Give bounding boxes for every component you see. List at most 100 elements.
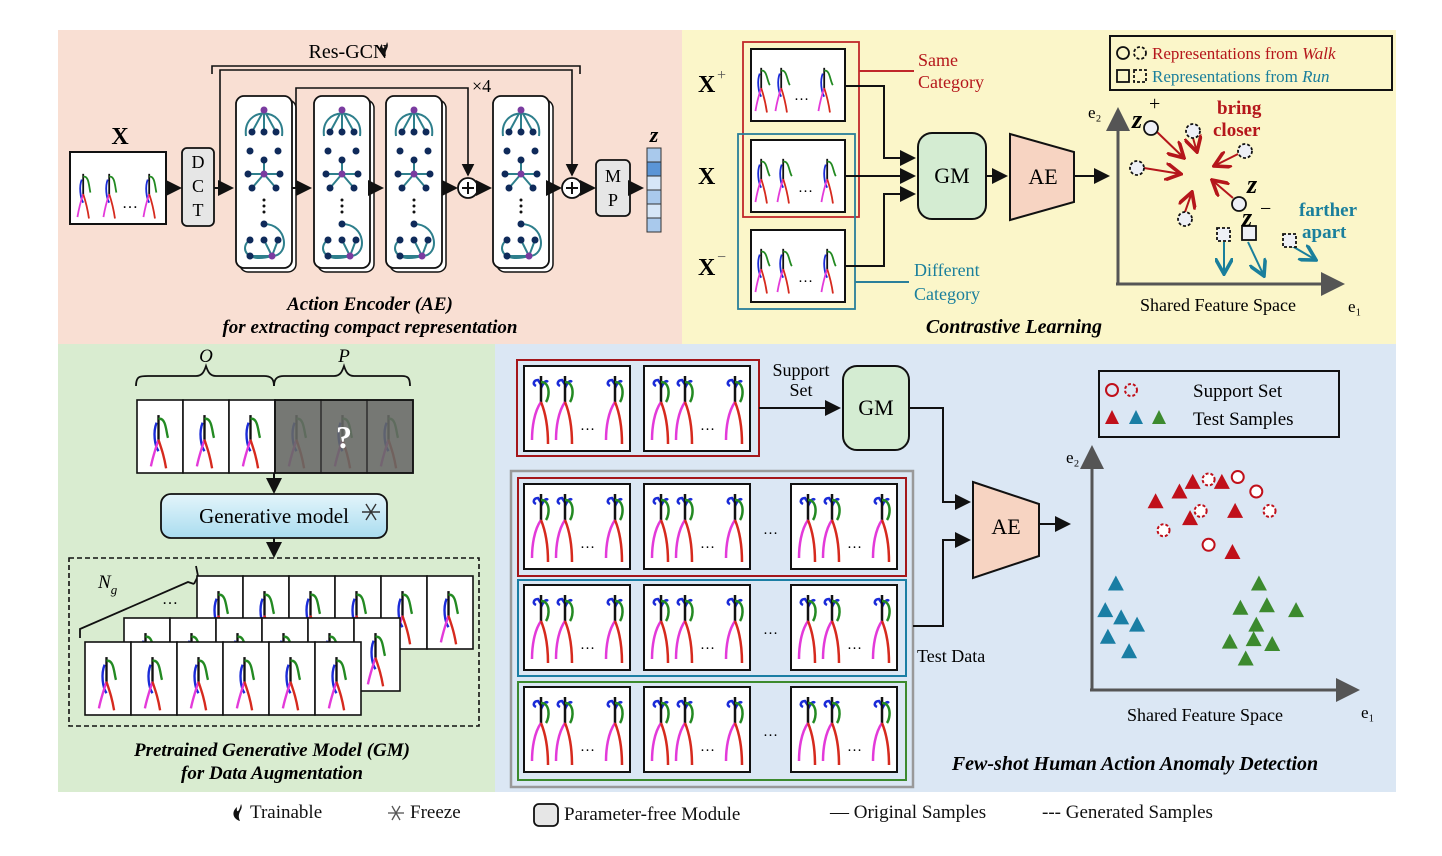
fs-e1-label: e₁ [1361,703,1374,722]
x-negative-label: X [698,255,716,281]
svg-text:+: + [717,67,726,84]
legend-parameter-free: Parameter-free Module [532,802,740,828]
test-sample-point [1221,633,1238,649]
test-sample-point [1250,575,1267,591]
support-set-label-line2: Set [789,380,812,400]
e2-axis-label: e₂ [1088,103,1101,122]
svg-text:Generative model: Generative model [199,504,349,528]
ng-label: Ng [97,572,118,597]
red-triangle-icon [1105,410,1119,424]
support-sequence-1 [524,366,630,451]
test-sample-point [1107,575,1124,591]
input-sequence-box: … [69,151,167,225]
few-shot-legend: Support Set Test Samples [1098,370,1340,438]
gm-title-line2: for Data Augmentation [181,763,363,784]
svg-text:D: D [192,152,205,172]
test-sample-point [1245,631,1262,647]
ae-title-line2: for extracting compact representation [222,317,517,338]
green-triangle-icon [1152,410,1166,424]
few-shot-diagram: … Support Set GM … … … Test Data AE Supp… [509,359,1374,789]
test-data-label: Test Data [917,646,985,666]
gm-module-fewshot: GM [842,365,910,451]
predicted-frames: ? [274,399,414,474]
ae-module: AE [1009,132,1075,222]
x-anchor-label: X [698,164,716,190]
generated-support-point [1156,523,1171,538]
svg-text:Test Samples: Test Samples [1193,409,1294,430]
test-sample-point [1182,510,1199,526]
rounded-box-icon [533,803,559,827]
test-sample-point [1097,602,1114,618]
z-anchor-label: z [1246,170,1258,199]
svg-text:T: T [193,200,204,220]
solid-circle-icon [1116,46,1130,60]
svg-text:Representations from Walk: Representations from Walk [1152,44,1336,63]
svg-text:C: C [192,176,204,196]
max-pool-module: M P [595,159,631,217]
test-sample-point [1184,473,1201,489]
test-sample-point [1129,616,1146,632]
observed-frames [137,400,275,473]
test-sample-point [1099,628,1116,644]
z-negative-label: z [1241,203,1253,232]
test-sample-point [1171,483,1188,499]
dashed-circle-icon [1133,46,1147,60]
embedding-cell [646,189,662,205]
support-point [1230,470,1245,485]
svg-text:…: … [794,88,809,104]
ae-module-fewshot: AE [972,480,1040,580]
generated-support-point [1201,472,1216,487]
stack-ellipsis: … [162,591,178,608]
generated-stack-front [85,642,361,715]
generated-support-point [1193,503,1208,518]
test-sample-point [1121,643,1138,659]
flame-icon [233,804,242,821]
test-sample-point [1213,473,1230,489]
svg-text:…: … [763,622,778,638]
z-positive-label: z [1131,105,1143,134]
unknown-question-icon: ? [336,419,352,455]
z-positive-point [1143,120,1159,136]
predicted-brace [273,363,411,387]
observed-label: O [199,346,213,367]
run-representations [1217,225,1316,276]
support-sequence-2 [644,366,750,451]
few-shot-panel: … Support Set GM … … … Test Data AE Supp… [495,344,1396,792]
test-sample-point [1224,544,1241,560]
gm-title-line1: Pretrained Generative Model (GM) [133,740,410,761]
svg-text:AE: AE [991,514,1020,539]
test-sample-point [1113,609,1130,625]
test-sample-point [1237,650,1254,666]
trainable-flame-icon [379,42,388,56]
blue-triangle-icon [1129,410,1143,424]
z-anchor-point [1231,196,1247,212]
gcn-block-1 [235,95,297,273]
test-sample-point [1147,493,1164,509]
support-set-label-line1: Support [772,360,829,380]
svg-text:…: … [798,270,813,286]
support-dashed-circle-icon [1124,383,1138,397]
action-encoder-diagram: Res-GCN X … D C T ×4 M P z [69,41,662,338]
e1-axis-label: e₁ [1348,297,1361,316]
test-sample-point [1264,636,1281,652]
gcn-block-2 [313,95,375,273]
contrastive-learning-panel: X + X X − … … … Same Category Different … [682,30,1396,344]
support-point [1249,484,1264,499]
gm-module: GM [917,132,987,220]
generative-diagram: O P ? Generative model Ng … [68,346,480,784]
repeat-label: ×4 [472,76,491,96]
fs-space-label: Shared Feature Space [1127,705,1283,725]
test-sample-point [1288,602,1305,618]
embedding-cell [646,175,662,191]
few-shot-title: Few-shot Human Action Anomaly Detection [951,753,1318,775]
svg-text:P: P [608,190,618,210]
bring-closer-line2: closer [1213,120,1261,141]
farther-apart-line2: apart [1302,222,1347,243]
embedding-z-label: z [649,122,659,147]
res-gcn-bracket [211,65,581,74]
svg-text:Representations from Run: Representations from Run [1152,67,1330,86]
svg-text:M: M [605,166,621,186]
feature-space-plot: e₂ e₁ Shared Feature Space [1066,445,1374,725]
action-encoder-panel: Res-GCN X … D C T ×4 M P z [58,30,682,344]
svg-text:−: − [1260,198,1271,220]
